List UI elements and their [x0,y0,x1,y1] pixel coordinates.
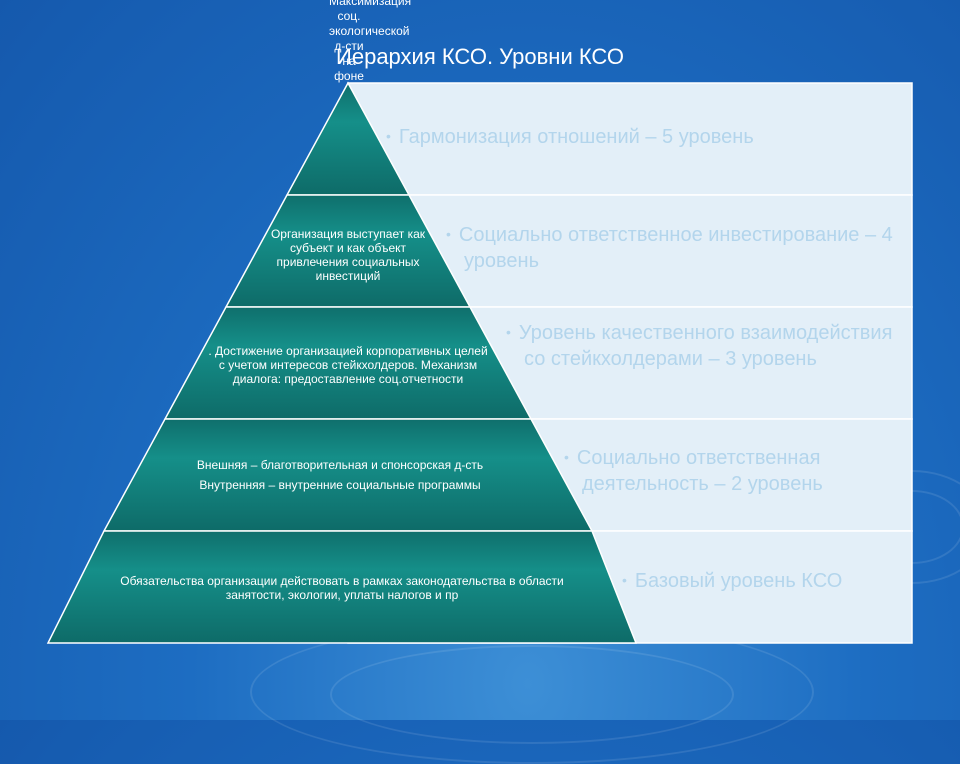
slide-title: Иерархия КСО. Уровни КСО [336,44,624,69]
level-label-3: •Уровень качественного взаимодействия со… [506,322,893,370]
bullet-icon: • [446,226,451,242]
tier-text-4: Организация выступает как субъект и как … [270,227,426,283]
level-label-2: •Социально ответственная деятельность – … [564,447,823,495]
tier-text-3: . Достижение организацией корпоративных … [208,344,488,386]
pyramid-diagram [46,81,913,644]
bullet-icon: • [386,128,391,144]
bullet-icon: • [506,324,511,340]
bullet-icon: • [622,572,627,588]
tier-text-2-line-1: Внешняя – благотворительная и спонсорска… [196,458,484,472]
tier-text-5: Максимизация соц. экологической д-сти на… [329,0,412,83]
level-label-4: •Социально ответственное инвестирование … [446,224,893,272]
level-label-5: •Гармонизация отношений – 5 уровень [386,126,754,148]
tier-text-2-line-2: Внутренняя – внутренние социальные прогр… [199,478,481,492]
level-label-1: •Базовый уровень КСО [622,570,843,592]
level-panel-5 [347,82,913,196]
tier-text-1: Обязательства организации действовать в … [120,574,564,602]
tier-text-2: Внешняя – благотворительная и спонсорска… [140,425,540,525]
bullet-icon: • [564,449,569,465]
pyramid-tier-1 [46,530,638,644]
